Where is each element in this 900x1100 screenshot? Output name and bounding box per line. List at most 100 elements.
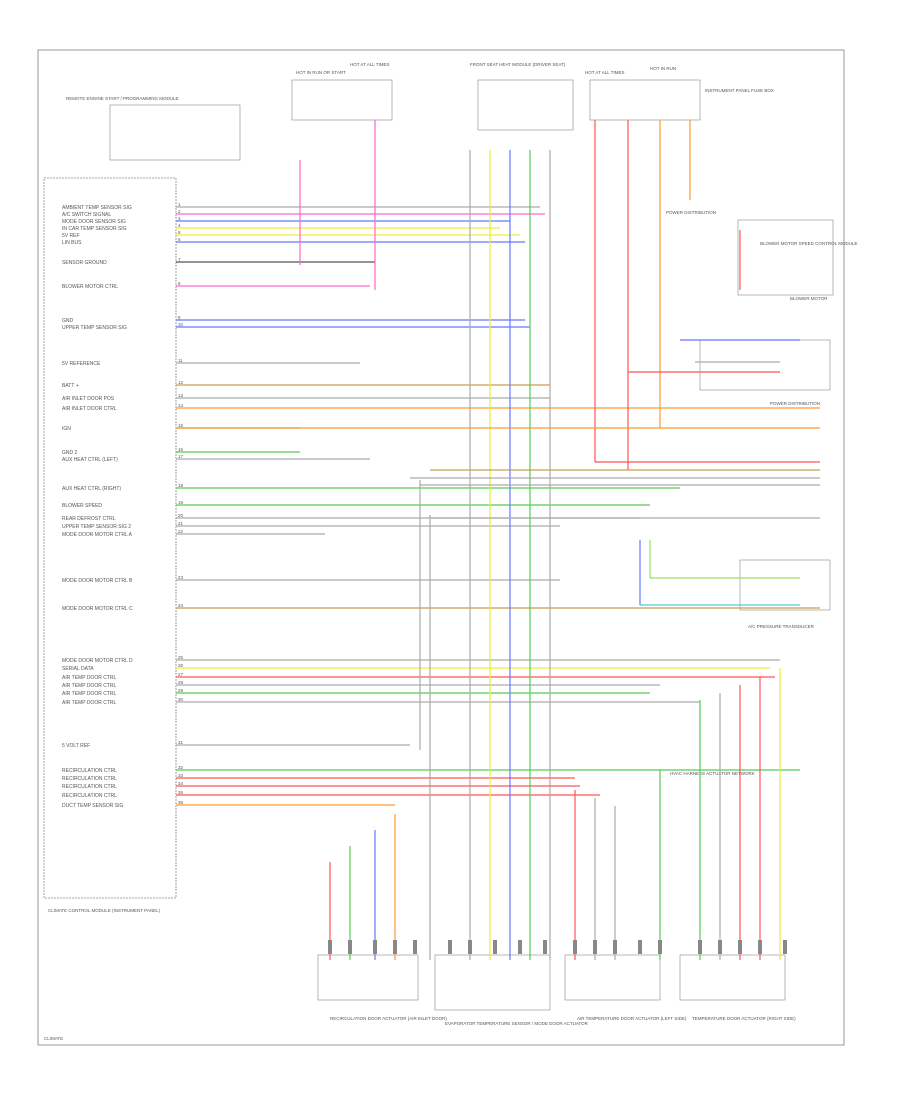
pin-label: RECIRCULATION CTRL [62,776,117,782]
connector-pin [758,940,762,954]
power-distribution-label: POWER DISTRIBUTION [666,210,716,215]
pin-number: 19 [178,500,184,505]
pin-number: 18 [178,483,184,488]
pin-label: LIN BUS [62,240,82,246]
pin-number: 24 [178,603,184,608]
pin-number: 28 [178,680,184,685]
connector-pin [658,940,662,954]
remote-module-label: REMOTE ENGINE START / PROGRAMMING MODULE [66,96,179,101]
pin-label: A/C SWITCH SIGNAL [62,212,111,218]
module-caption: CLIMATE CONTROL MODULE (INSTRUMENT PANEL… [48,908,161,913]
pin-number: 27 [178,672,184,677]
pin-label: GND 2 [62,450,78,456]
fuse-box-1 [291,79,393,121]
remote-module-box [109,104,241,161]
pin-label: IGN [62,426,71,432]
front-seat-module-label: FRONT SEAT HEAT MODULE (DRIVER SEAT) [470,62,566,67]
pin-number: 8 [178,281,181,286]
connector-pin [543,940,547,954]
pin-number: 1 [178,202,181,207]
pin-number: 36 [178,800,184,805]
pin-label: AUX HEAT CTRL (LEFT) [62,457,118,463]
pin-number: 5 [178,230,181,235]
pin-label: 5V REFERENCE [62,361,101,367]
connector-pin [718,940,722,954]
actuator-box-2 [434,954,551,1011]
ac-pressure-box [739,559,831,611]
pin-number: 34 [178,781,184,786]
page-id: CLIMATE [44,1036,63,1041]
pin-label: RECIRCULATION CTRL [62,768,117,774]
pin-label: 5 VOLT REF [62,743,90,749]
connector-pin [413,940,417,954]
pin-number: 20 [178,513,184,518]
diagram-frame [37,49,845,1046]
pin-label: BLOWER MOTOR CTRL [62,284,118,290]
pin-number: 32 [178,765,184,770]
actuator-3-label: AIR TEMPERATURE DOOR ACTUATOR (LEFT SIDE… [577,1016,687,1021]
pin-label: DUCT TEMP SENSOR SIG [62,803,124,809]
actuator-box-3 [564,954,661,1001]
actuator-box-4 [679,954,786,1001]
pin-label: MODE DOOR MOTOR CTRL B [62,578,133,584]
pin-number: 23 [178,575,184,580]
pin-label: IN CAR TEMP SENSOR SIG [62,226,127,232]
fuse-box-2-label: HOT AT ALL TIMES [585,70,625,75]
pin-number: 3 [178,216,181,221]
pin-number: 12 [178,380,184,385]
blower-motor-box [737,219,834,296]
pin-label: AIR TEMP DOOR CTRL [62,700,116,706]
power-distribution-2-label: POWER DISTRIBUTION [770,401,820,406]
connector-pin [738,940,742,954]
pin-label: AIR TEMP DOOR CTRL [62,675,116,681]
blower-motor-label-2: BLOWER MOTOR [790,296,828,301]
pin-label: MODE DOOR MOTOR CTRL C [62,606,133,612]
connector-pin [328,940,332,954]
blower-motor-label: BLOWER MOTOR SPEED CONTROL MODULE [760,241,858,246]
pin-label: RECIRCULATION CTRL [62,793,117,799]
pin-number: 22 [178,529,184,534]
actuator-4-label: TEMPERATURE DOOR ACTUATOR (RIGHT SIDE) [692,1016,796,1021]
pin-number: 13 [178,393,184,398]
pin-label: MODE DOOR MOTOR CTRL A [62,532,133,538]
pin-number: 2 [178,209,181,214]
fuse-box-2b-label: HOT IN RUN [650,66,676,71]
pin-number: 31 [178,740,184,745]
front-seat-module-box [477,79,574,131]
pin-label: 5V REF [62,233,80,239]
instrument-panel-fuse-label: INSTRUMENT PANEL FUSE BOX [705,88,774,93]
pin-label: SENSOR GROUND [62,260,107,266]
pin-number: 4 [178,223,181,228]
pin-number: 26 [178,663,184,668]
wires-group [176,120,820,960]
connector-pin [468,940,472,954]
pin-label: AIR INLET DOOR POS [62,396,115,402]
pin-label: AUX HEAT CTRL (RIGHT) [62,486,121,492]
pin-label: RECIRCULATION CTRL [62,784,117,790]
actuator-2-label: EVAPORATOR TEMPERATURE SENSOR / MODE DOO… [445,1021,589,1026]
connector-pin [493,940,497,954]
pin-label: SERIAL DATA [62,666,94,672]
actuator-box-1 [317,954,419,1001]
pin-number: 35 [178,790,184,795]
pin-label: REAR DEFROST CTRL [62,516,116,522]
connector-pin [448,940,452,954]
pin-number: 14 [178,403,184,408]
pin-number: 15 [178,423,184,428]
fuse-box-1b-label: HOT AT ALL TIMES [350,62,390,67]
blower-resistor-box [699,339,831,391]
fuse-box-2 [589,79,701,121]
pin-label: AIR TEMP DOOR CTRL [62,683,116,689]
connector-pin [373,940,377,954]
connector-pin [638,940,642,954]
pin-label: BLOWER SPEED [62,503,102,509]
pin-number: 17 [178,454,184,459]
pin-number: 6 [178,237,181,242]
pin-label: UPPER TEMP SENSOR SIG [62,325,127,331]
connector-pin [573,940,577,954]
pin-label: AIR INLET DOOR CTRL [62,406,117,412]
pin-label: MODE DOOR SENSOR SIG [62,219,126,225]
pin-label: UPPER TEMP SENSOR SIG 2 [62,524,131,530]
